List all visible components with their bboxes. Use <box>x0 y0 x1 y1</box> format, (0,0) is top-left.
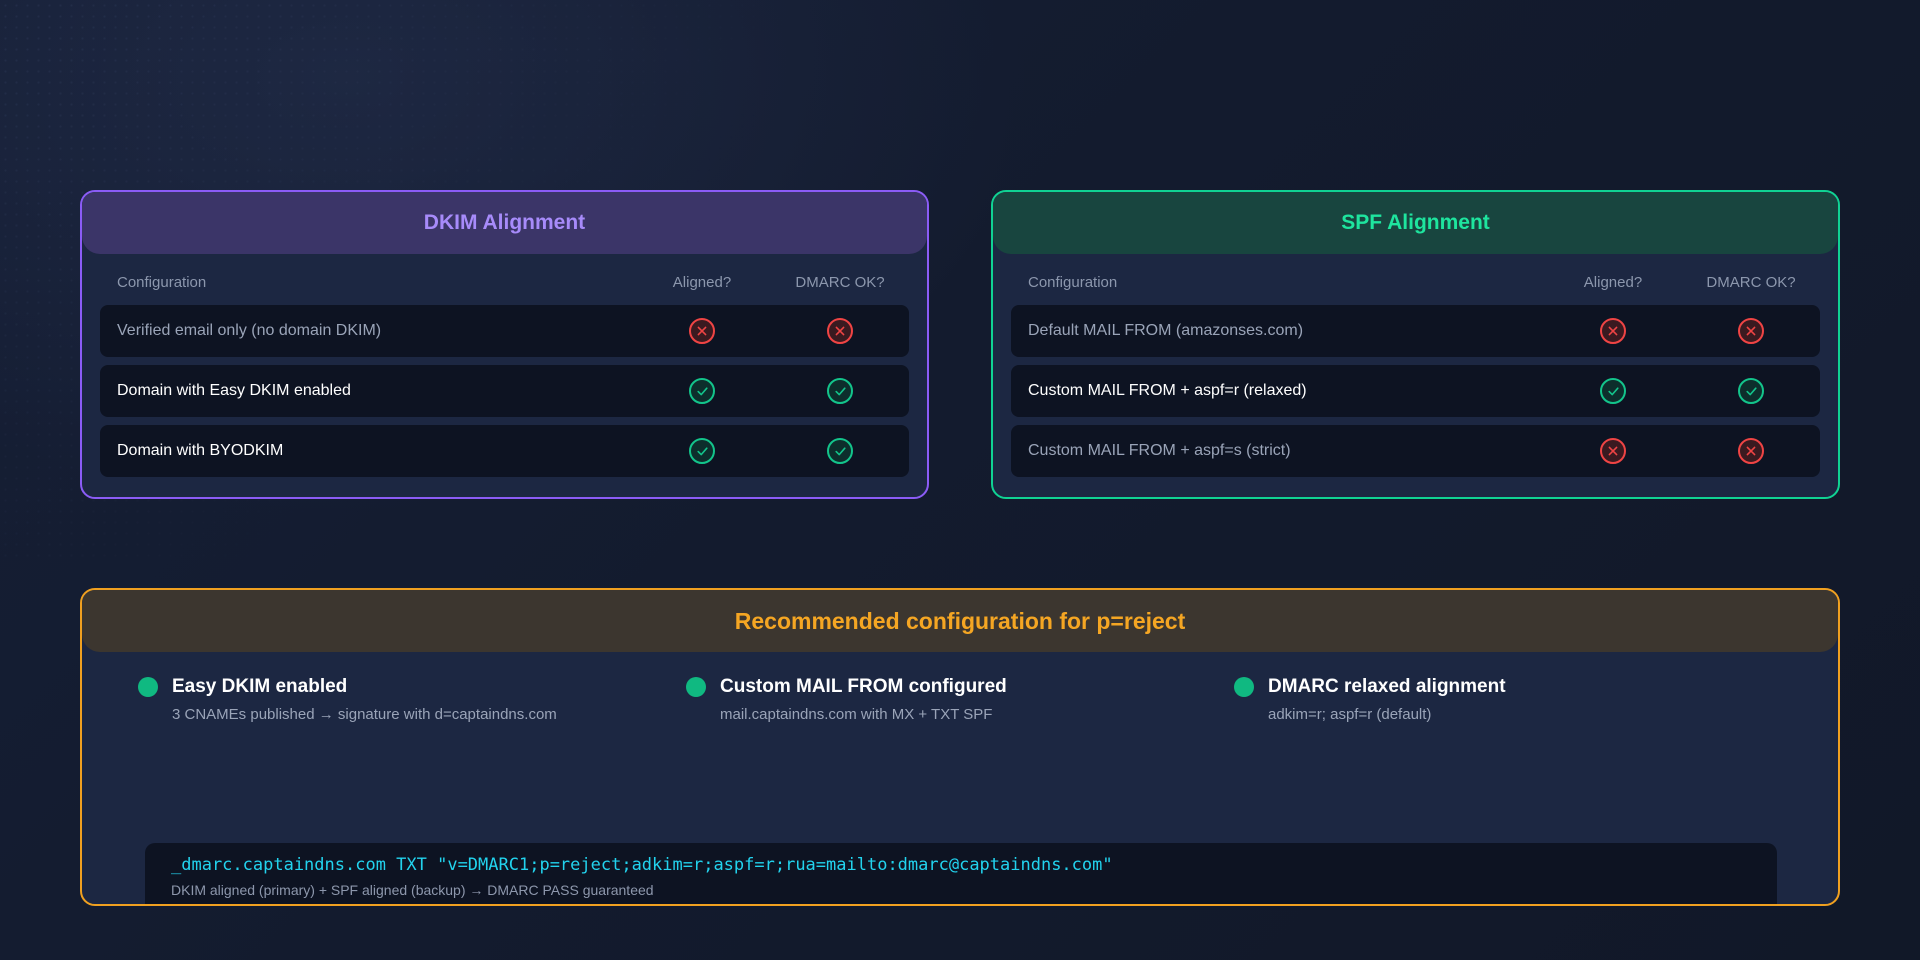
column-header-configuration: Configuration <box>1028 274 1118 291</box>
row-cell-dmarc-ok <box>771 318 909 344</box>
table-row: Domain with BYODKIM <box>100 425 909 477</box>
column-header-aligned: Aligned? <box>1583 274 1643 291</box>
card-title: DKIM Alignment <box>423 211 586 234</box>
circle-x-icon <box>1738 438 1764 464</box>
card-body: Configuration Aligned? DMARC OK? Default MA… <box>993 254 1838 497</box>
row-cell-dmarc-ok <box>1682 378 1820 404</box>
circle-check-icon <box>1738 378 1764 404</box>
circle-x-icon <box>1600 318 1626 344</box>
page-subtitle: DMARC passes if SPF OR DKIM is aligned <box>777 88 1143 109</box>
row-cell-aligned <box>633 318 771 344</box>
circle-x-icon <box>1600 438 1626 464</box>
recommended-config-title: Recommended configuration for p=reject <box>734 607 1186 634</box>
table-row: Default MAIL FROM (amazonses.com) <box>1011 305 1820 357</box>
bullet-subtitle: mail.captaindns.com with MX + TXT SPF <box>720 706 993 723</box>
dmarc-record-text: _dmarc.captaindns.com TXT "v=DMARC1;p=re… <box>171 855 1113 875</box>
row-cell-dmarc-ok <box>771 378 909 404</box>
row-cell-dmarc-ok <box>771 438 909 464</box>
bullet-heading-row: Custom MAIL FROM configured <box>686 676 1234 698</box>
circle-check-icon <box>689 378 715 404</box>
recommendation-bullet: DMARC relaxed alignment adkim=r; aspf=r (… <box>1234 676 1782 723</box>
bullet-heading-row: Easy DKIM enabled <box>138 676 686 698</box>
table-row: Verified email only (no domain DKIM) <box>100 305 909 357</box>
bullet-heading-row: DMARC relaxed alignment <box>1234 676 1782 698</box>
row-cell-dmarc-ok <box>1682 438 1820 464</box>
recommendation-bullet: Custom MAIL FROM configured mail.captaind… <box>686 676 1234 723</box>
recommended-config-header: Recommended configuration for p=reject <box>82 590 1838 652</box>
row-cell-aligned <box>633 378 771 404</box>
card-body: Configuration Aligned? DMARC OK? Verified e… <box>82 254 927 497</box>
row-cell-dmarc-ok <box>1682 318 1820 344</box>
bullet-title: Custom MAIL FROM configured <box>720 676 1007 697</box>
row-label: Custom MAIL FROM + aspf=s (strict) <box>1028 442 1291 459</box>
dmarc-record-code-block: _dmarc.captaindns.com TXT "v=DMARC1;p=re… <box>145 843 1777 904</box>
green-dot-icon <box>686 677 706 697</box>
row-cell-aligned <box>1544 438 1682 464</box>
row-label: Domain with Easy DKIM enabled <box>117 382 351 399</box>
row-cell-aligned <box>1544 318 1682 344</box>
circle-x-icon <box>689 318 715 344</box>
bullet-title: DMARC relaxed alignment <box>1268 676 1506 697</box>
table-row: Custom MAIL FROM + aspf=r (relaxed) <box>1011 365 1820 417</box>
circle-check-icon <box>827 378 853 404</box>
circle-x-icon <box>1738 318 1764 344</box>
green-dot-icon <box>138 677 158 697</box>
row-label: Default MAIL FROM (amazonses.com) <box>1028 322 1304 339</box>
card-header-dkim: DKIM Alignment <box>82 192 927 254</box>
row-label: Custom MAIL FROM + aspf=r (relaxed) <box>1028 382 1307 399</box>
recommendation-bullet: Easy DKIM enabled 3 CNAMEs published → si… <box>138 676 686 723</box>
column-header-dmarc-ok: DMARC OK? <box>1706 274 1796 291</box>
row-label: Verified email only (no domain DKIM) <box>117 322 382 339</box>
dmarc-record-note: DKIM aligned (primary) + SPF aligned (ba… <box>171 882 654 898</box>
column-header-dmarc-ok: DMARC OK? <box>795 274 885 291</box>
bullet-subtitle: 3 CNAMEs published → signature with d=ca… <box>172 706 557 723</box>
table-column-headers: Configuration Aligned? DMARC OK? <box>1011 270 1820 305</box>
page-header: DMARC Alignment Matrix with Amazon SES D… <box>0 0 1920 110</box>
circle-check-icon <box>689 438 715 464</box>
circle-x-icon <box>827 318 853 344</box>
row-cell-aligned <box>1544 378 1682 404</box>
recommendation-bullets: Easy DKIM enabled 3 CNAMEs published → si… <box>82 652 1838 723</box>
row-cell-aligned <box>633 438 771 464</box>
row-label: Domain with BYODKIM <box>117 442 284 459</box>
table-column-headers: Configuration Aligned? DMARC OK? <box>100 270 909 305</box>
bullet-subtitle: adkim=r; aspf=r (default) <box>1268 706 1432 723</box>
bullet-title: Easy DKIM enabled <box>172 676 348 697</box>
card-title: SPF Alignment <box>1341 211 1490 234</box>
column-header-configuration: Configuration <box>117 274 207 291</box>
circle-check-icon <box>827 438 853 464</box>
column-header-aligned: Aligned? <box>672 274 732 291</box>
card-header-spf: SPF Alignment <box>993 192 1838 254</box>
green-dot-icon <box>1234 677 1254 697</box>
page-title: DMARC Alignment Matrix with Amazon SES <box>574 31 1346 72</box>
circle-check-icon <box>1600 378 1626 404</box>
recommended-config-panel: Recommended configuration for p=reject E… <box>80 588 1840 906</box>
table-row: Custom MAIL FROM + aspf=s (strict) <box>1011 425 1820 477</box>
table-row: Domain with Easy DKIM enabled <box>100 365 909 417</box>
